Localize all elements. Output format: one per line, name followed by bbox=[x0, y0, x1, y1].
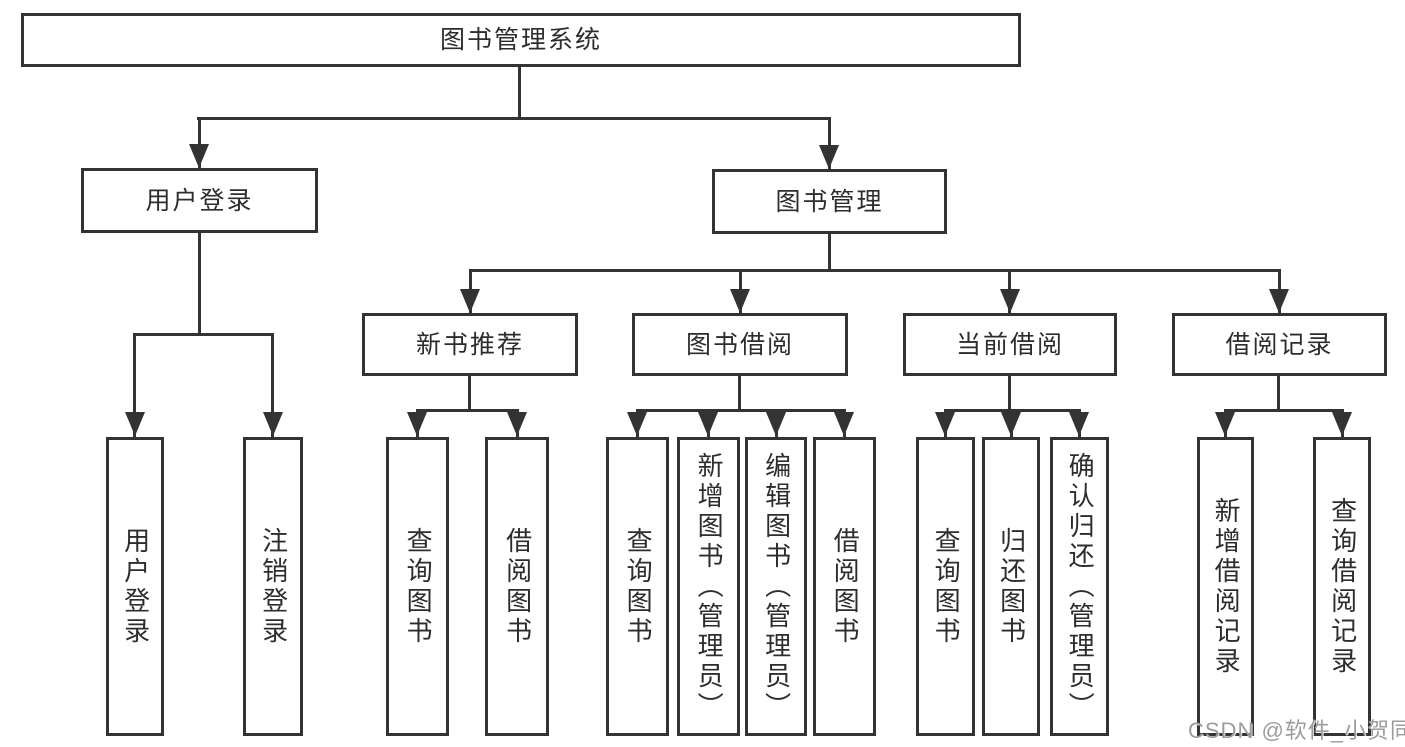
arrow-down-icon bbox=[627, 412, 647, 436]
connector-vline bbox=[198, 117, 201, 168]
arrow-down-icon bbox=[935, 412, 955, 436]
arrow-down-icon bbox=[1332, 412, 1352, 436]
arrow-down-icon bbox=[819, 145, 839, 169]
connector-hline bbox=[416, 409, 519, 412]
connector-hline bbox=[133, 333, 274, 336]
connector-vline bbox=[828, 117, 831, 169]
leaf-confirm-return-admin: 确认归还（管理员） bbox=[1050, 437, 1109, 736]
arrow-down-icon bbox=[407, 412, 427, 436]
leaf-borrow-books-borrow: 借阅图书 bbox=[813, 437, 876, 736]
arrow-down-icon bbox=[507, 412, 527, 436]
arrow-down-icon bbox=[1069, 412, 1089, 436]
node-new-book-recommend: 新书推荐 bbox=[362, 313, 578, 376]
arrow-down-icon bbox=[189, 144, 209, 168]
node-borrow-records: 借阅记录 bbox=[1172, 313, 1387, 376]
connector-vline bbox=[468, 376, 471, 412]
node-user-login: 用户登录 bbox=[81, 168, 318, 233]
leaf-query-borrow-record: 查询借阅记录 bbox=[1313, 437, 1371, 736]
connector-vline bbox=[133, 333, 136, 437]
arrow-down-icon bbox=[766, 412, 786, 436]
connector-vline bbox=[198, 233, 201, 336]
csdn-watermark: CSDN @软件_小贺同学 bbox=[1188, 718, 1405, 743]
node-current-borrow: 当前借阅 bbox=[903, 313, 1117, 376]
connector-hline bbox=[636, 409, 846, 412]
connector-vline bbox=[271, 333, 274, 437]
connector-vline bbox=[828, 234, 831, 272]
connector-hline bbox=[1224, 409, 1344, 412]
leaf-add-book-admin: 新增图书（管理员） bbox=[677, 437, 740, 736]
node-book-borrow: 图书借阅 bbox=[632, 313, 848, 376]
connector-hline bbox=[469, 269, 1281, 272]
connector-hline bbox=[197, 117, 831, 120]
leaf-query-books-current: 查询图书 bbox=[916, 437, 975, 736]
node-root: 图书管理系统 bbox=[21, 13, 1021, 67]
connector-vline bbox=[1277, 376, 1280, 412]
leaf-edit-book-admin: 编辑图书（管理员） bbox=[745, 437, 807, 736]
node-book-management: 图书管理 bbox=[712, 169, 947, 234]
connector-vline bbox=[738, 376, 741, 412]
arrow-down-icon bbox=[834, 412, 854, 436]
leaf-logout: 注销登录 bbox=[243, 437, 303, 736]
leaf-query-books-newrec: 查询图书 bbox=[386, 437, 449, 736]
connector-vline bbox=[1008, 376, 1011, 412]
arrow-down-icon bbox=[1269, 289, 1289, 313]
leaf-user-login: 用户登录 bbox=[106, 437, 164, 736]
arrow-down-icon bbox=[698, 412, 718, 436]
leaf-query-books-borrow: 查询图书 bbox=[606, 437, 669, 736]
arrow-down-icon bbox=[460, 289, 480, 313]
leaf-add-borrow-record: 新增借阅记录 bbox=[1197, 437, 1254, 736]
arrow-down-icon bbox=[1215, 412, 1235, 436]
arrow-down-icon bbox=[125, 412, 145, 436]
connector-vline bbox=[518, 67, 521, 119]
arrow-down-icon bbox=[1001, 412, 1021, 436]
arrow-down-icon bbox=[263, 412, 283, 436]
arrow-down-icon bbox=[730, 289, 750, 313]
leaf-borrow-books-newrec: 借阅图书 bbox=[485, 437, 549, 736]
leaf-return-books: 归还图书 bbox=[982, 437, 1040, 736]
arrow-down-icon bbox=[1000, 289, 1020, 313]
